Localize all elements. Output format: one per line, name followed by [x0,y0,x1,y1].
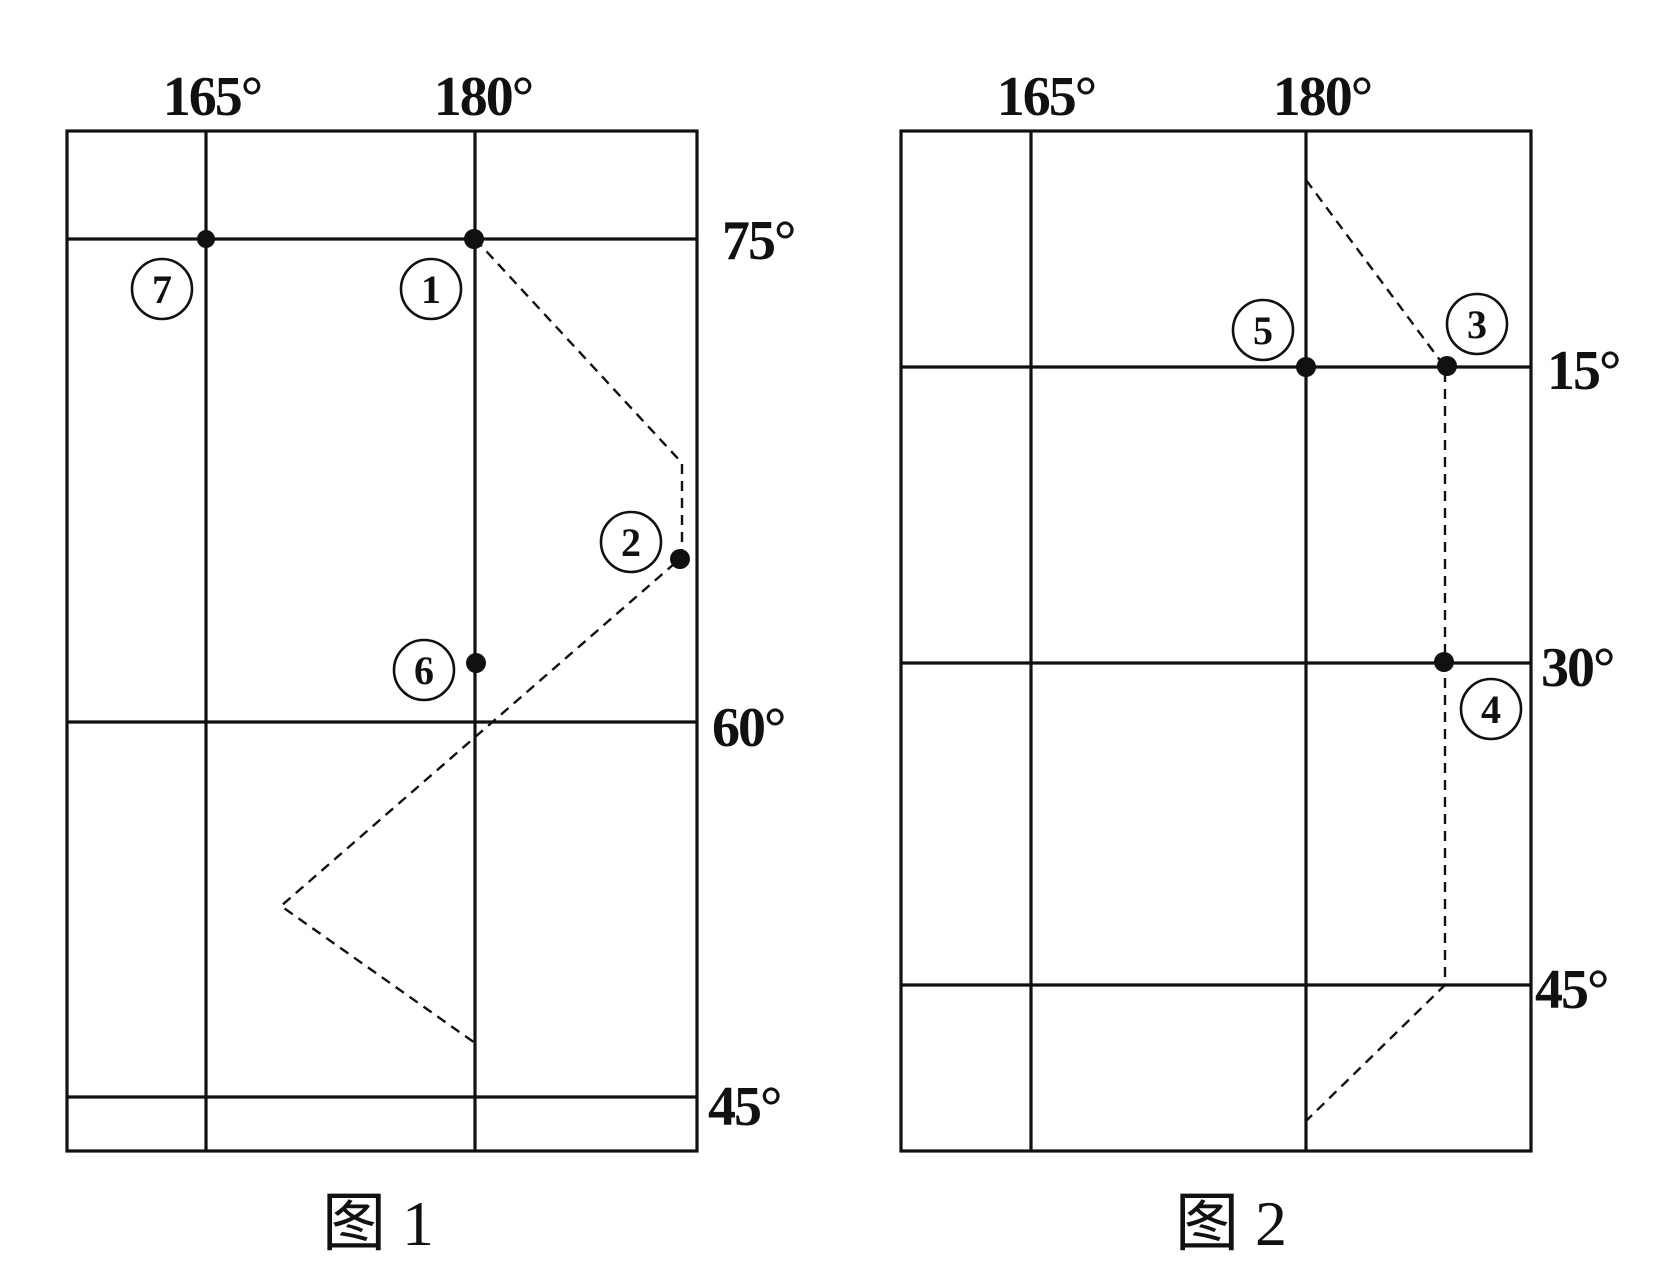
figure-2-marker-3: 3 [1445,292,1509,356]
figure-1-lat-label-60: 60° [712,697,784,759]
figure-2: 165° 180° 15° 30° 45° 5 3 4 图 2 [899,66,1621,1259]
figure-2-lat-label-45: 45° [1535,959,1607,1021]
figure-2-marker-4-label: 4 [1481,687,1501,732]
figure-1-point-6-dot [466,653,486,673]
figure-1-marker-2-label: 2 [621,520,641,565]
figure-1-point-1-dot [464,229,484,249]
figure-2-marker-5: 5 [1231,298,1295,362]
figure-2-marker-4: 4 [1459,677,1523,741]
figure-2-marker-5-label: 5 [1253,308,1273,353]
figure-1-lat-label-75: 75° [722,210,794,272]
figure-2-lon-label-165: 165° [997,66,1095,128]
figure-2-caption: 图 2 [1175,1188,1287,1259]
figure-1-route-dashed [279,238,684,1044]
figure-1-caption: 图 1 [322,1188,434,1259]
figure-1-marker-7-label: 7 [152,267,172,312]
figure-2-route-dashed [1305,179,1447,1122]
figure-1-marker-6: 6 [392,638,456,702]
figure-1-frame [65,129,699,1153]
figure-1: 165° 180° 75° 60° 45° 7 1 2 6 图 1 [65,66,796,1259]
figure-2-lon-label-180: 180° [1273,66,1371,128]
figure-2-point-5-dot [1296,357,1316,377]
figure-2-point-4-dot [1434,652,1454,672]
figure-1-lon-label-180: 180° [434,66,532,128]
figure-1-marker-6-label: 6 [414,648,434,693]
figure-2-lat-label-15: 15° [1547,340,1619,402]
figure-2-lat-label-30: 30° [1541,637,1613,699]
figure-1-marker-1-label: 1 [421,267,441,312]
figure-2-point-3-dot [1437,356,1457,376]
figure-1-lat-label-45: 45° [708,1076,780,1138]
figure-1-marker-7: 7 [130,257,194,321]
figure-1-marker-1: 1 [399,257,463,321]
figure-2-marker-3-label: 3 [1467,302,1487,347]
figure-1-point-7-dot [197,230,215,248]
figure-1-marker-2: 2 [599,510,663,574]
figure-1-point-2-dot [670,549,690,569]
figure-1-lon-label-165: 165° [163,66,261,128]
figure-2-frame [899,129,1533,1153]
